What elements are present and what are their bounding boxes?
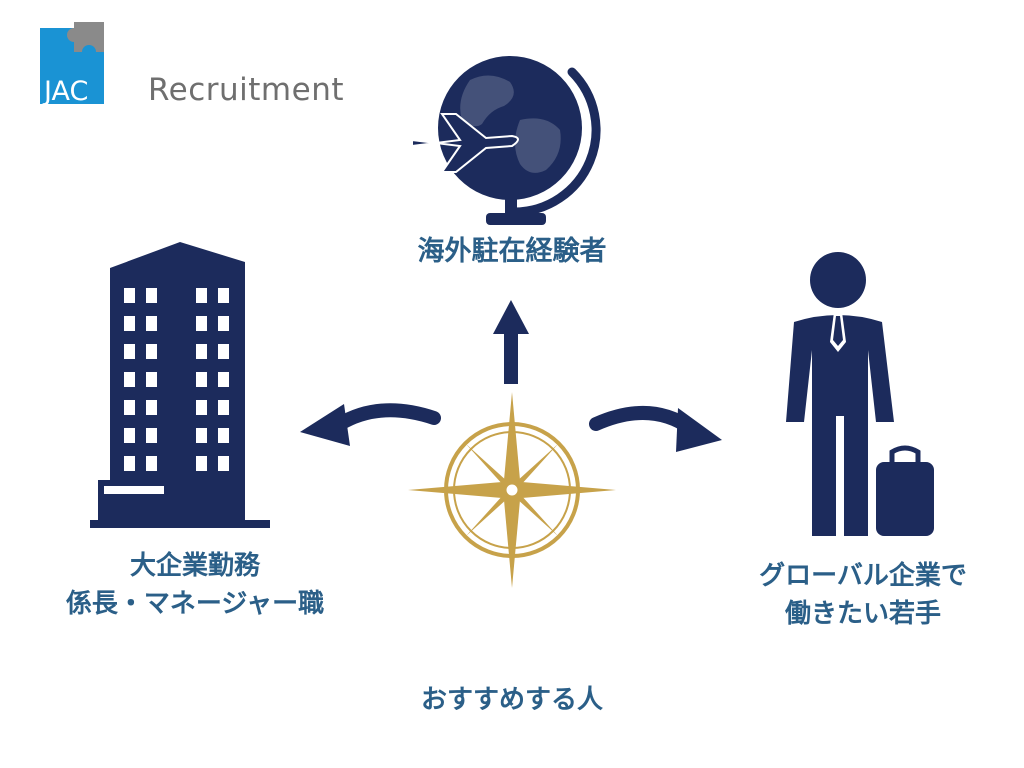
arrow-up-icon (493, 300, 529, 384)
footer-caption: おすすめする人 (400, 682, 624, 720)
arrow-left-icon (300, 403, 441, 446)
building-window (218, 372, 229, 387)
arrow-right-icon (589, 405, 722, 452)
building-window (196, 316, 207, 331)
building-window (124, 288, 135, 303)
building-window (146, 288, 157, 303)
building-window (146, 428, 157, 443)
building-window (146, 372, 157, 387)
building-window (124, 316, 135, 331)
label-left-line2: 係長・マネージャー職 (65, 588, 325, 619)
building-window (146, 400, 157, 415)
building-window (196, 372, 207, 387)
logo-wordmark: Recruitment (148, 72, 344, 108)
building-window (124, 344, 135, 359)
building-window (196, 344, 207, 359)
building-window (196, 288, 207, 303)
label-right-line2: 働きたい若手 (784, 598, 941, 629)
label-left: 大企業勤務 係長・マネージャー職 (30, 548, 360, 623)
building-window (146, 344, 157, 359)
logo-mark-text: JAC (42, 76, 88, 107)
building-window (218, 344, 229, 359)
globe-airplane-icon (411, 56, 601, 225)
businessman-suitcase-icon (786, 252, 934, 536)
label-left-line1: 大企業勤務 (129, 551, 260, 581)
building-window (124, 372, 135, 387)
building-window (196, 400, 207, 415)
label-top-text: 海外駐在経験者 (417, 236, 607, 267)
office-building-icon (90, 242, 270, 528)
building-window (196, 428, 207, 443)
building-window (218, 400, 229, 415)
building-window (218, 428, 229, 443)
building-window (146, 316, 157, 331)
label-right: グローバル企業で 働きたい若手 (718, 558, 1008, 633)
building-window (146, 456, 157, 471)
jac-recruitment-logo: JAC Recruitment (40, 22, 344, 108)
label-top: 海外駐在経験者 (372, 232, 652, 271)
compass-icon (408, 392, 616, 588)
building-window (124, 428, 135, 443)
building-window (124, 400, 135, 415)
label-right-line1: グローバル企業で (759, 561, 967, 591)
jac-logo-mark: JAC (40, 22, 104, 107)
building-window (218, 316, 229, 331)
building-window (124, 456, 135, 471)
building-window (196, 456, 207, 471)
footer-caption-text: おすすめする人 (420, 685, 603, 715)
building-window (218, 288, 229, 303)
building-window (218, 456, 229, 471)
